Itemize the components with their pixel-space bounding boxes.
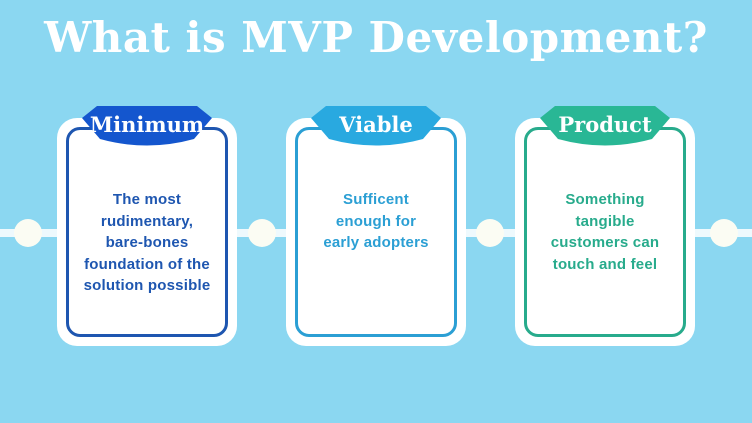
card-description: The most rudimentary, bare-bones foundat… — [83, 191, 211, 294]
ribbon-shape — [540, 106, 670, 146]
banner-label: Minimum — [89, 112, 205, 137]
banner-label: Product — [558, 112, 652, 137]
mvp-card-product: Product Something tangible customers can… — [515, 106, 695, 346]
timeline-node — [476, 219, 504, 247]
mvp-card-viable: Viable Sufficent enough for early adopte… — [286, 106, 466, 346]
ribbon-shape — [82, 106, 212, 146]
ribbon-banner: Viable — [311, 106, 441, 148]
ribbon-shape — [311, 106, 441, 146]
card-description: Something tangible customers can touch a… — [550, 191, 660, 273]
timeline-node — [14, 219, 42, 247]
timeline-node — [248, 219, 276, 247]
card-description: Sufficent enough for early adopters — [323, 191, 429, 251]
ribbon-banner: Minimum — [82, 106, 212, 148]
page-title: What is MVP Development? — [44, 13, 708, 62]
banner-label: Viable — [339, 112, 413, 137]
ribbon-banner: Product — [540, 106, 670, 148]
timeline-node — [710, 219, 738, 247]
mvp-card-minimum: Minimum The most rudimentary, bare-bones… — [57, 106, 237, 346]
